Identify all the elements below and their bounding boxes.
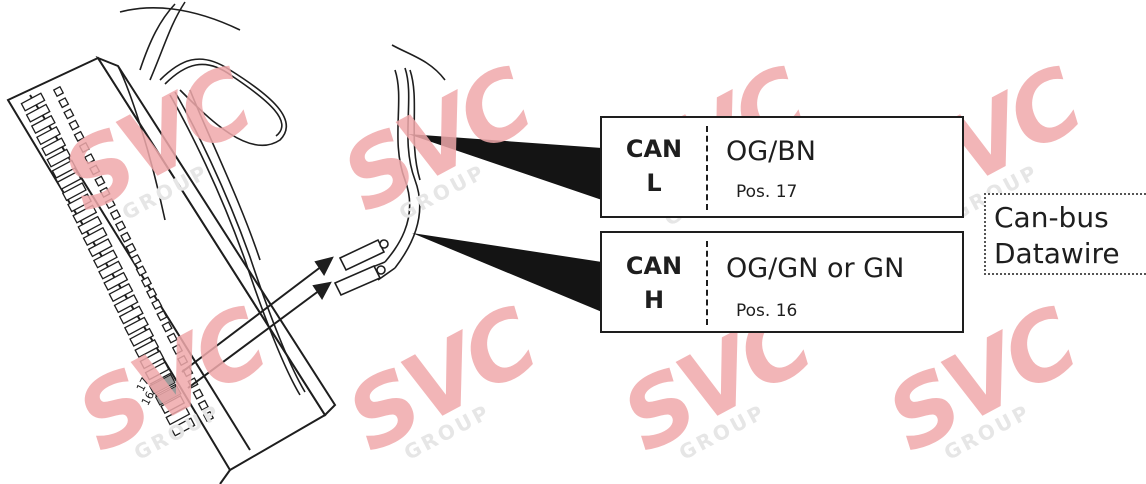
pin-cavity-small [52,85,65,98]
pin-cavity-small [140,276,153,288]
terminals [333,238,389,297]
pin-cavity [129,327,155,347]
pin-cavity [36,126,61,146]
pin-cavity-small [58,97,70,109]
can-h-position: Pos. 16 [736,301,798,321]
can-l-name-line2: L [646,169,662,197]
pin-cavity-small [73,130,85,142]
pin-cavity [160,395,186,415]
pin-cavity [103,271,129,291]
pin-cavity-small [120,231,132,243]
pin-cavity [61,182,87,202]
can-bus-label-line2: Datawire [994,237,1120,270]
pin-cavity [72,204,98,224]
pin-cavity-small [171,343,184,355]
can-l-position: Pos. 17 [736,182,798,202]
wire-bundle [117,1,306,396]
pin-cavity [25,103,51,123]
can-l-divider [706,126,708,210]
pin-cavity [46,148,72,168]
can-bus-label: Can-bus Datawire [984,193,1146,275]
pin-cavity-small [202,410,215,423]
can-l-label-box: CAN L OG/BN Pos. 17 [600,116,964,218]
pin-cavity-small [177,354,189,367]
pin-cavity [170,417,196,437]
can-l-name-line1: CAN [625,135,683,163]
pin-cavity [67,193,93,213]
pin-cavity-small [166,332,178,344]
pin-cavity-small [78,141,90,154]
pin-cavity [82,226,108,247]
pin-cavity-small [104,197,116,210]
pin-cavity-small [197,399,209,411]
pin-cavity-small [89,164,101,176]
arrows [181,256,334,389]
pin-cavity [108,282,134,303]
pin-cavity-small [114,220,127,232]
pin-cavity [87,238,113,258]
callout-wedges [408,134,602,312]
pin-cavity [92,249,118,269]
can-h-name-line2: H [643,286,665,314]
can-h-wire-color: OG/GN or GN [726,253,905,284]
can-l-wire-color: OG/BN [726,136,816,167]
can-h-label-box: CAN H OG/GN or GN Pos. 16 [600,231,964,333]
pin-cavity [118,305,144,325]
can-bus-label-line1: Can-bus [994,201,1109,234]
pin-cavity-small [156,310,168,322]
highlighted-pins [148,374,182,406]
pin-cavity-small [161,321,173,333]
pin-cavity [51,159,77,179]
pin-cavity-small [94,175,106,187]
pin-cavity-small [99,186,111,198]
pin-cavity-small [135,265,147,277]
pin-cavity-small [145,287,158,299]
pin-cavity-small [63,108,75,120]
pin-cavity [30,114,56,134]
pin-cavity [134,338,160,359]
pin-cavity [165,406,191,426]
can-h-name-line1: CAN [625,252,683,280]
pin-cavity-small [192,388,204,400]
pin-cavity-small [125,242,137,255]
pin-cavity [139,350,165,370]
pin-cavity [123,316,149,336]
pin-cavity-small [83,153,96,165]
pin-cavity [77,215,103,235]
pin-cavity [20,92,46,112]
pin-cavity [113,294,139,314]
pin-cavity [41,137,67,157]
pin-cavity [144,361,170,381]
can-h-divider [706,241,708,325]
pin-cavity [98,260,124,280]
pin-cavity-small [130,253,142,266]
pin-cavity [56,170,82,191]
pin-cavity-small [68,119,80,131]
pin-cavity-small [151,298,163,311]
pin-cavity-small [109,209,122,221]
